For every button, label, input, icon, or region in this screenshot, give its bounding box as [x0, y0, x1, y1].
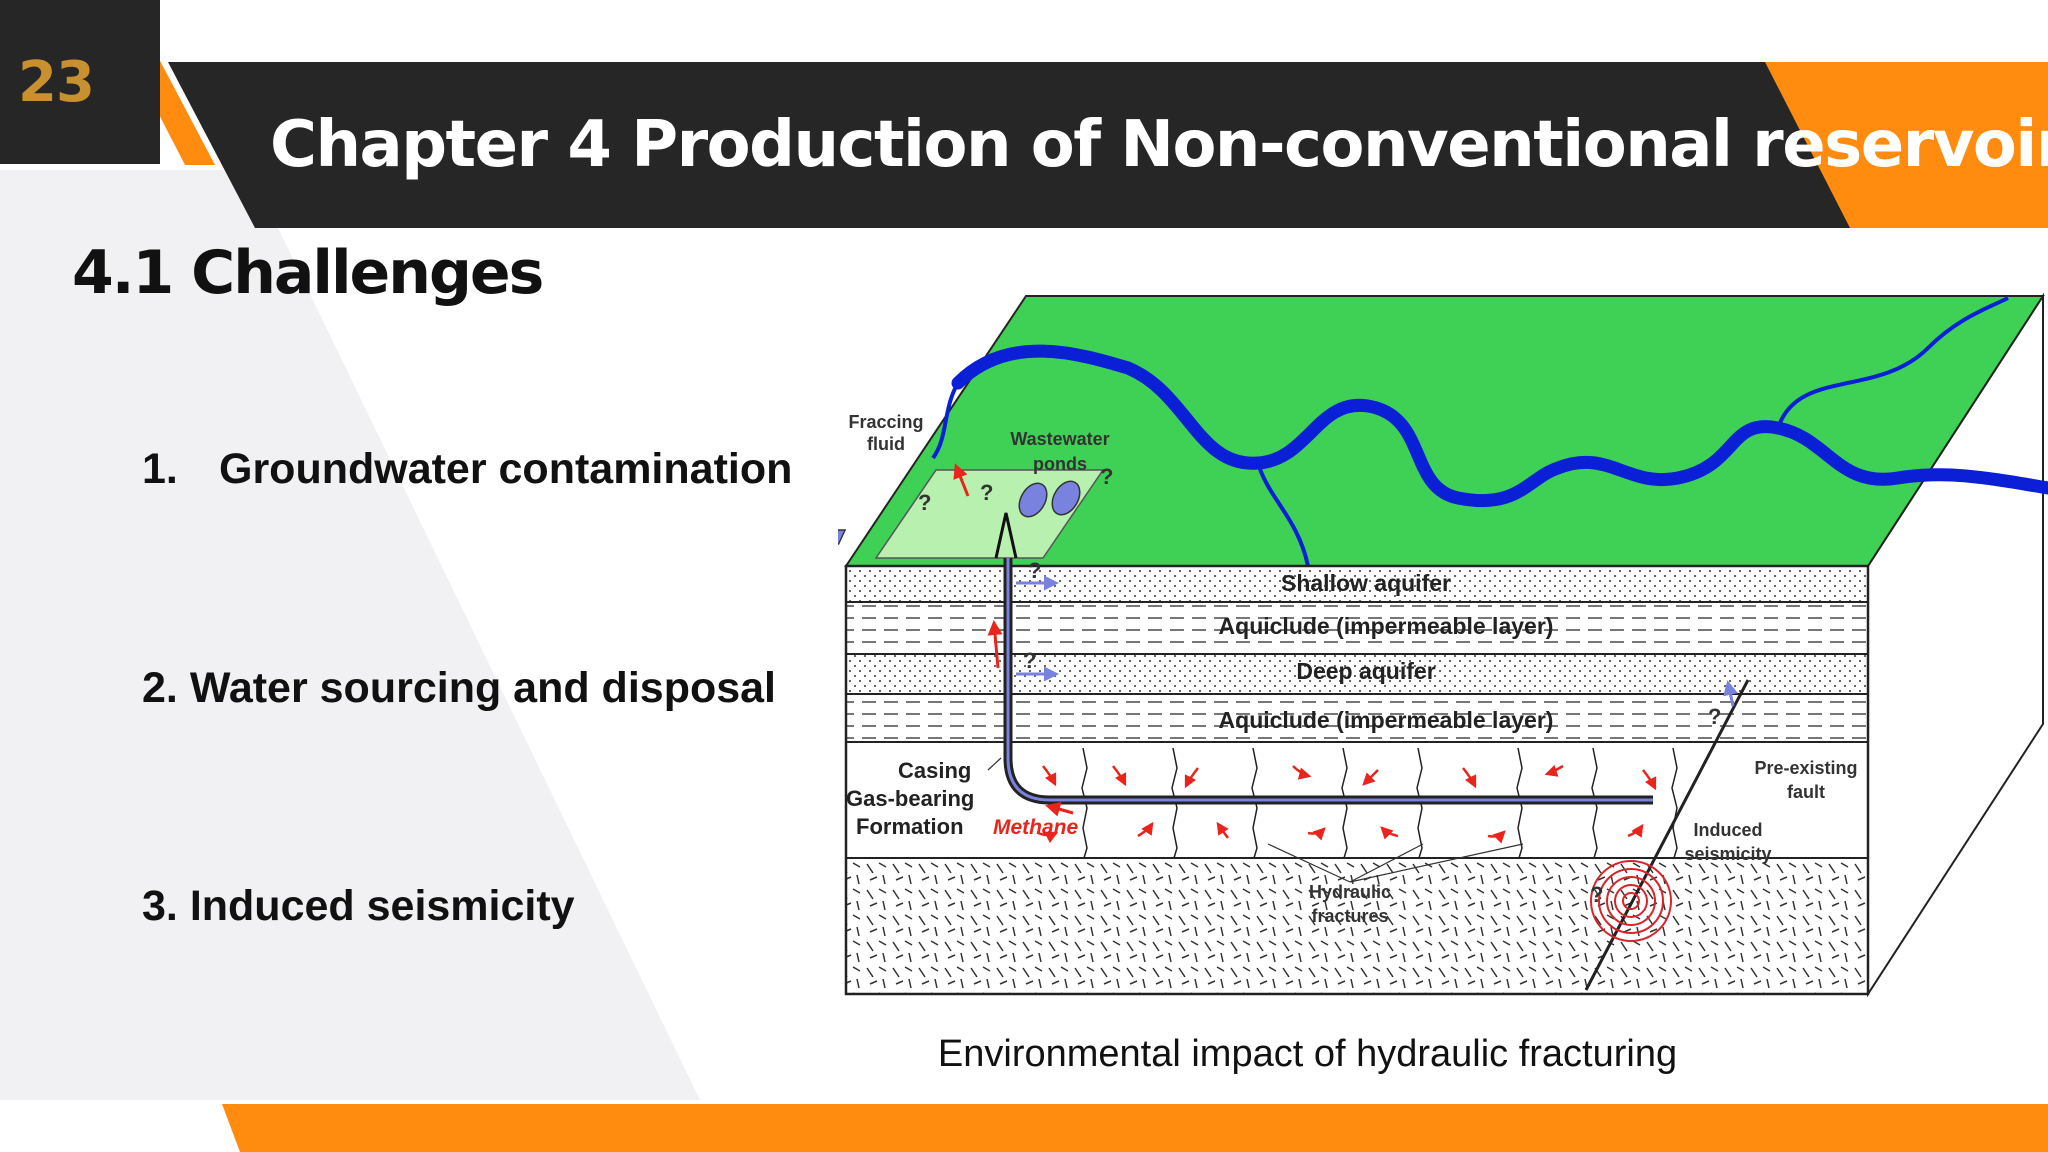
induced-seismicity-icon: [1590, 860, 1672, 942]
question-mark: ?: [1100, 464, 1113, 489]
figure-caption: Environmental impact of hydraulic fractu…: [937, 1033, 1678, 1075]
challenge-number: 3.: [142, 882, 178, 930]
footer-band: [222, 1104, 2048, 1152]
chapter-title: Chapter 4 Production of Non-conventional…: [270, 108, 2048, 182]
methane-arrow-icon: [1045, 802, 1074, 817]
main-river: [951, 344, 2048, 508]
label-wastewater-ponds: ponds: [1033, 454, 1087, 474]
label-aquiclude: Aquiclude (impermeable layer): [1219, 613, 1554, 639]
challenge-item-groundwater: 1. Groundwater contamination: [142, 445, 792, 494]
label-fraccing-fluid: Fraccing: [848, 412, 923, 432]
label-aquiclude: Aquiclude (impermeable layer): [1219, 707, 1554, 733]
label-methane: Methane: [993, 816, 1079, 839]
question-mark: ?: [918, 490, 931, 515]
drilling-rig-icon: [994, 512, 1018, 559]
label-hydraulic-fractures: Hydraulic: [1309, 882, 1391, 902]
hydraulic-fracturing-diagram: Fraccing fluid Wastewater ponds Shallow …: [838, 292, 2048, 998]
question-mark: ?: [980, 480, 993, 505]
fault-leak-arrow-icon: [1723, 680, 1738, 707]
methane-flow-arrows: [1037, 764, 1657, 844]
pre-existing-fault-line: [1584, 679, 1750, 991]
fluid-arrow-icon: [953, 463, 970, 497]
block-front-face: [844, 564, 1870, 996]
hydraulic-fracture-lines: [1081, 747, 1678, 859]
aquiclude-layer: [846, 602, 1868, 654]
label-deep-aquifer: Deep aquifer: [1296, 658, 1435, 684]
label-pre-existing-fault: fault: [1787, 782, 1825, 802]
leak-arrow-icon: [987, 620, 1003, 669]
challenge-number: 1.: [142, 445, 178, 493]
label-gas-bearing-formation: Formation: [856, 814, 964, 839]
challenge-item-water-sourcing: 2. Water sourcing and disposal: [142, 664, 776, 713]
page-number: 23: [18, 50, 95, 115]
title-accent-orange: [1765, 62, 2048, 228]
label-gas-bearing-formation: Gas-bearing: [846, 786, 974, 811]
aquiclude-layer: [846, 694, 1868, 742]
challenge-label: Induced seismicity: [189, 882, 575, 930]
river-tributary: [1256, 462, 1310, 567]
challenge-label: Groundwater contamination: [219, 445, 793, 493]
fracking-fluid-tanks-icon: [838, 529, 847, 545]
title-band: [168, 62, 1945, 228]
label-casing: Casing: [898, 758, 971, 783]
label-shallow-aquifer: Shallow aquifer: [1281, 570, 1451, 596]
section-heading: 4.1 Challenges: [72, 238, 544, 308]
page-number-tab: [0, 0, 160, 164]
strata-boundaries: [846, 601, 1868, 859]
wastewater-pond-icon: [1051, 480, 1081, 516]
label-fraccing-fluid: fluid: [867, 434, 905, 454]
label-pre-existing-fault: Pre-existing: [1754, 758, 1857, 778]
light-gray-panel: [0, 170, 700, 1100]
question-mark: ?: [1590, 882, 1603, 907]
label-induced-seismicity: Induced: [1693, 820, 1762, 840]
river-tributary: [931, 381, 960, 460]
label-hydraulic-fractures: fractures: [1311, 906, 1388, 926]
label-leader-lines: [987, 757, 1524, 883]
river-tributary: [1776, 296, 2009, 429]
label-wastewater-ponds: Wastewater: [1010, 429, 1109, 449]
wellbore-inner: [1006, 558, 1653, 802]
question-mark: ?: [1028, 558, 1041, 583]
question-mark: ?: [1708, 704, 1721, 729]
label-induced-seismicity: seismicity: [1684, 844, 1771, 864]
challenge-number: 2.: [142, 664, 178, 712]
challenge-item-seismicity: 3. Induced seismicity: [142, 882, 575, 931]
challenge-label: Water sourcing and disposal: [189, 664, 776, 712]
question-mark: ?: [1023, 648, 1036, 673]
wastewater-pond-icon: [1018, 482, 1048, 518]
